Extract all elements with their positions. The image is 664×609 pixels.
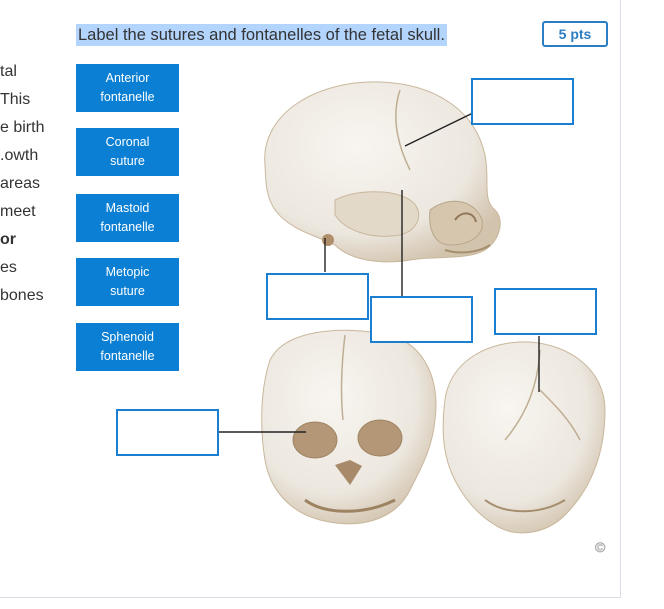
drop-target-1[interactable] bbox=[471, 78, 574, 125]
label-mastoid-fontanelle[interactable]: Mastoid fontanelle bbox=[76, 194, 179, 242]
drop-target-5[interactable] bbox=[116, 409, 219, 456]
label-coronal-suture[interactable]: Coronal suture bbox=[76, 128, 179, 176]
question-card bbox=[0, 0, 621, 598]
frontal-skull bbox=[261, 329, 437, 525]
passage-text: tal This e birth owth. areas meet or es … bbox=[0, 58, 50, 310]
points-badge: 5 pts bbox=[542, 21, 608, 47]
passage-line: e birth bbox=[0, 119, 45, 136]
skull-illustration: © bbox=[121, 81, 606, 555]
fetal-skull-figure: © bbox=[110, 60, 620, 580]
passage-line: owth. bbox=[0, 147, 39, 164]
passage-line: tal bbox=[0, 63, 17, 80]
drop-target-3[interactable] bbox=[370, 296, 473, 343]
question-prompt: Label the sutures and fontanelles of the… bbox=[76, 24, 447, 46]
passage-line: areas bbox=[0, 175, 41, 192]
label-metopic-suture[interactable]: Metopic suture bbox=[76, 258, 179, 306]
passage-line: This bbox=[0, 91, 31, 108]
label-anterior-fontanelle[interactable]: Anterior fontanelle bbox=[76, 64, 179, 112]
copyright-mark: © bbox=[595, 539, 606, 555]
passage-line: meet bbox=[0, 203, 36, 220]
posterior-skull bbox=[442, 341, 606, 534]
label-sphenoid-fontanelle[interactable]: Sphenoid fontanelle bbox=[76, 323, 179, 371]
drop-target-4[interactable] bbox=[494, 288, 597, 335]
lateral-skull bbox=[264, 81, 501, 263]
passage-line: es bbox=[0, 259, 17, 276]
leader-lines bbox=[218, 111, 540, 433]
passage-line: bones bbox=[0, 287, 44, 304]
drop-target-2[interactable] bbox=[266, 273, 369, 320]
passage-line: or bbox=[0, 231, 16, 248]
